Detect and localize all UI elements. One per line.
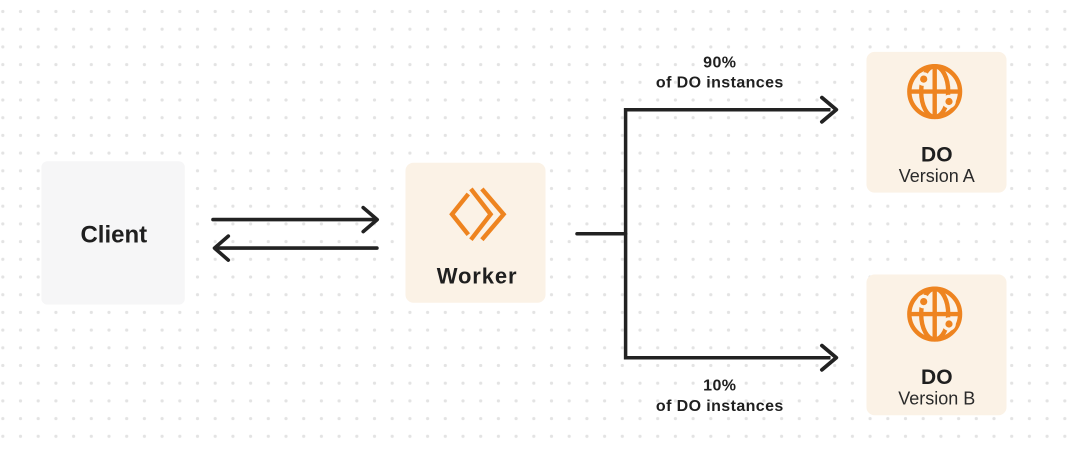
svg-text:Worker: Worker	[437, 264, 518, 289]
svg-text:90%: 90%	[703, 55, 736, 72]
svg-text:DO: DO	[921, 144, 953, 167]
svg-text:of DO instances: of DO instances	[656, 75, 784, 92]
svg-text:of DO instances: of DO instances	[656, 398, 784, 415]
svg-text:Version A: Version A	[899, 166, 975, 186]
svg-text:Client: Client	[80, 221, 147, 248]
svg-text:Version B: Version B	[898, 389, 975, 409]
svg-text:DO: DO	[921, 366, 953, 389]
svg-text:10%: 10%	[703, 377, 736, 394]
